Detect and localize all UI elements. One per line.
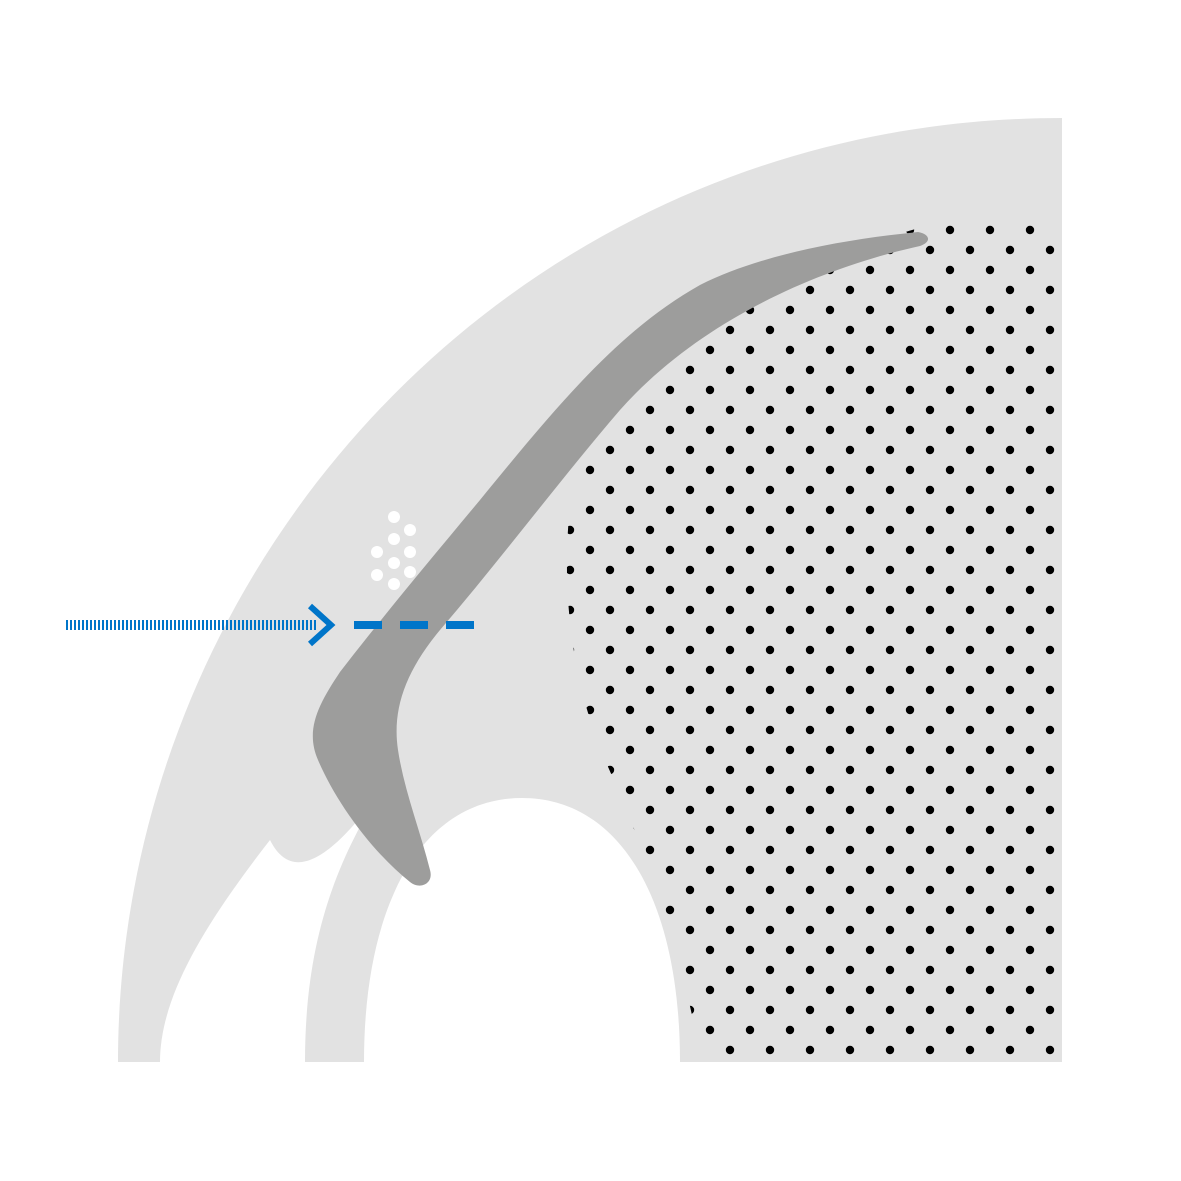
chevron-right-icon bbox=[307, 603, 336, 647]
curved-structure-shape bbox=[312, 232, 929, 886]
small-white-dot-cluster bbox=[371, 511, 416, 590]
